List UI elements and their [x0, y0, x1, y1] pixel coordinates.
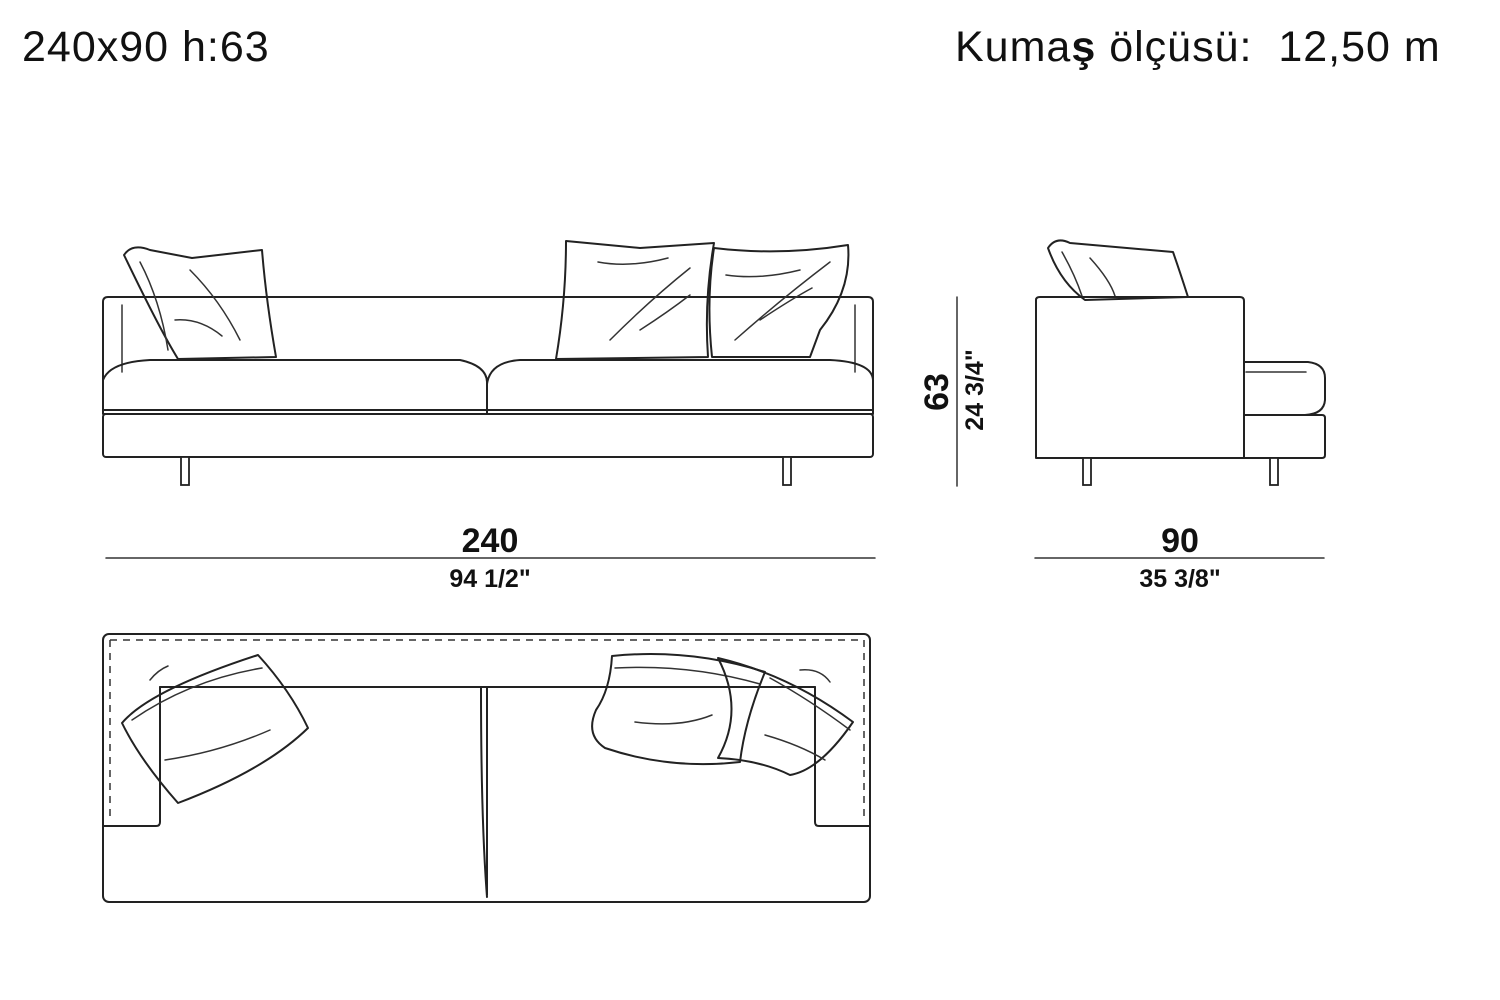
dimensions-title: 240x90 h:63 [22, 23, 270, 71]
side-pillow-wrinkles [1061, 251, 1116, 297]
front-seat-cushion-right [486, 359, 874, 415]
fabric-amount-label: Kumaş ölçüsü: 12,50 m [955, 26, 1441, 69]
front-pillow-right-wrinkles [725, 261, 831, 341]
depth-inch-label: 35 3/8" [1139, 565, 1220, 593]
side-base [1243, 414, 1326, 459]
top-pillow-right-folds [764, 669, 851, 761]
front-seat-cushion-left [102, 359, 489, 415]
front-base [102, 413, 874, 458]
top-pillow-left [121, 654, 309, 804]
top-pillow-right [717, 657, 854, 776]
top-pillow-middle [591, 653, 766, 766]
width-cm-label: 240 [462, 522, 519, 560]
fabric-label-bold-letter: ş [1071, 23, 1097, 71]
side-leg-left [1082, 457, 1092, 486]
top-view [102, 633, 871, 903]
top-right-armrest [814, 686, 870, 827]
front-pillow-left [123, 246, 277, 360]
front-pillow-left-wrinkles [139, 261, 241, 351]
depth-cm-label: 90 [1161, 522, 1199, 560]
side-pillow [1047, 239, 1189, 301]
front-pillow-middle [555, 240, 715, 360]
front-pillow-middle-wrinkles [597, 257, 691, 341]
top-seat-split [480, 687, 488, 898]
top-pillow-left-folds [131, 665, 271, 761]
side-arm-back [1035, 296, 1245, 459]
front-pillow-right [708, 244, 850, 358]
width-inch-label: 94 1/2" [449, 565, 530, 593]
front-view [102, 240, 874, 486]
fabric-label-suffix: ölçüsü: 12,50 m [1096, 23, 1441, 71]
side-view [1035, 239, 1326, 486]
top-outline [102, 633, 871, 903]
side-seat-cushion [1243, 361, 1326, 416]
top-left-armrest [103, 686, 161, 827]
height-cm-label: 63 [918, 373, 956, 411]
front-leg-left [180, 456, 190, 486]
top-pillow-middle-folds [614, 666, 761, 725]
height-inch-label: 24 3/4" [961, 349, 989, 430]
side-leg-right [1269, 457, 1279, 486]
fabric-label-prefix: Kuma [955, 23, 1072, 71]
front-leg-right [782, 456, 792, 486]
